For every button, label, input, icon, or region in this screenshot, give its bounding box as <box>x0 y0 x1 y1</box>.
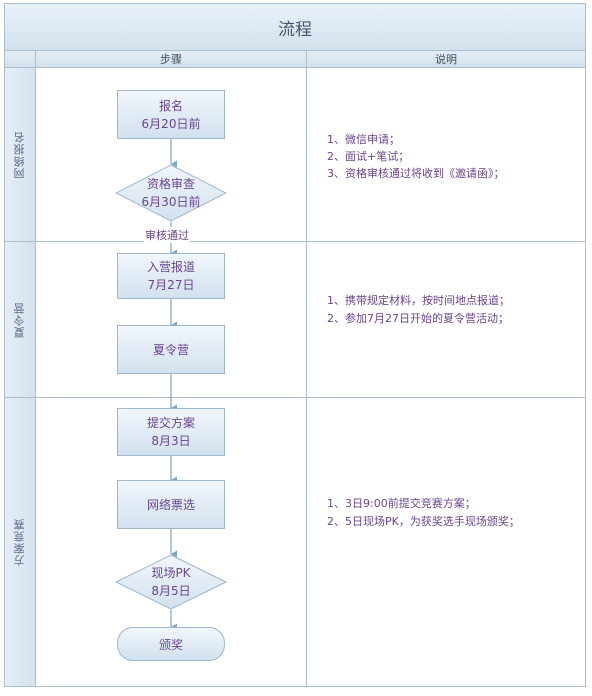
desc-line: 1、微信申请； <box>327 133 400 146</box>
signup-step: 报名 6月20日前 <box>117 90 225 139</box>
checkin-step: 入营报道 7月27日 <box>117 253 225 299</box>
submit-plan-step: 提交方案 8月3日 <box>117 408 225 456</box>
desc-line: 2、参加7月27日开始的夏令营活动； <box>327 312 509 325</box>
desc-line: 1、携带规定材料，按时间地点报道； <box>327 294 510 307</box>
lane-steps-competition <box>36 398 307 686</box>
corner-header <box>5 51 36 68</box>
description-column-header: 说明 <box>307 51 585 68</box>
edge-label-pass: 审核通过 <box>144 227 190 243</box>
award-terminal: 颁奖 <box>117 627 225 661</box>
desc-line: 2、5日现场PK，为获奖选手现场颁奖； <box>327 515 520 528</box>
camp-step: 夏令营 <box>117 325 225 374</box>
online-vote-step: 网络票选 <box>117 480 225 529</box>
diagram-title: 流程 <box>5 4 585 51</box>
steps-column-header: 步骤 <box>36 51 307 68</box>
flow-connectors <box>170 139 177 631</box>
desc-line: 1、3日9:00前提交竞赛方案； <box>327 497 476 510</box>
review-decision: 资格审查 6月30日前 <box>115 164 227 222</box>
lane-label-signup: 网络报名 <box>5 68 36 242</box>
lane-desc-signup: 1、微信申请； 2、面试+笔试； 3、资格审核通过将收到《邀请函》； <box>307 68 585 242</box>
lane-desc-camp: 1、携带规定材料，按时间地点报道； 2、参加7月27日开始的夏令营活动； <box>307 242 585 398</box>
swimlane-diagram: 流程 步骤 说明 网络报名 1、微信申请； 2、面试+笔试； 3、资格审核通过将… <box>4 3 586 687</box>
desc-line: 2、面试+笔试； <box>327 150 410 163</box>
live-pk-decision: 现场PK 8月5日 <box>115 554 227 610</box>
lane-desc-competition: 1、3日9:00前提交竞赛方案； 2、5日现场PK，为获奖选手现场颁奖； <box>307 398 585 686</box>
lane-label-competition: 方案竞赛 <box>5 398 36 686</box>
lane-label-camp: 夏令营 <box>5 242 36 398</box>
desc-line: 3、资格审核通过将收到《邀请函》； <box>327 167 505 180</box>
